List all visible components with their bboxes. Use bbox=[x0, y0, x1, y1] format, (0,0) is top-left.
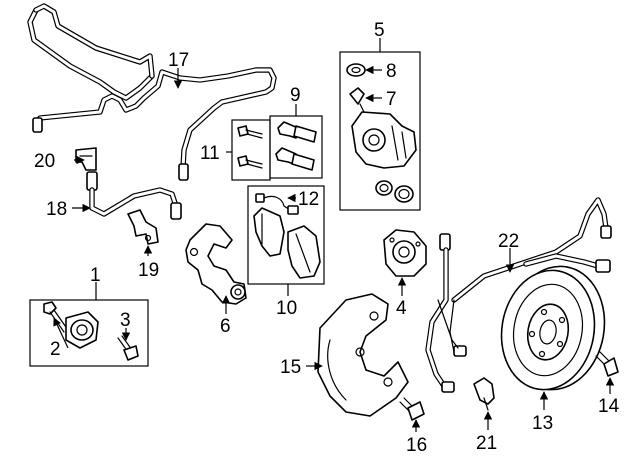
callout-9: 9 bbox=[290, 85, 301, 106]
callout-19: 19 bbox=[138, 260, 159, 281]
bracket-20 bbox=[75, 147, 97, 171]
wear-sensor-12 bbox=[255, 193, 299, 215]
sensor-wire-22 bbox=[449, 197, 612, 353]
bolt-11b bbox=[237, 155, 263, 169]
brake-pad-inner bbox=[253, 207, 285, 257]
caliper-group-5 bbox=[339, 51, 421, 211]
wheel-hub-4 bbox=[383, 229, 427, 277]
speed-sensor-wire bbox=[425, 233, 467, 393]
bolt-2 bbox=[43, 301, 69, 333]
callout-5: 5 bbox=[374, 20, 385, 41]
bolt-set-11 bbox=[231, 119, 271, 181]
leader-2 bbox=[53, 317, 69, 349]
callout-6: 6 bbox=[220, 316, 231, 337]
bolt-14 bbox=[595, 351, 619, 377]
callout-8: 8 bbox=[386, 61, 397, 82]
piston-seals bbox=[375, 180, 414, 203]
hub-flange bbox=[65, 311, 99, 349]
callout-15: 15 bbox=[280, 357, 301, 378]
speed-sensor-21 bbox=[473, 377, 495, 411]
callout-22: 22 bbox=[498, 231, 519, 252]
bolt-3 bbox=[117, 335, 139, 361]
callout-10: 10 bbox=[276, 298, 297, 319]
dust-cap-8 bbox=[346, 63, 366, 77]
callout-13: 13 bbox=[532, 413, 553, 434]
callout-4: 4 bbox=[396, 298, 407, 319]
hub-group-1 bbox=[29, 299, 149, 367]
callout-20: 20 bbox=[34, 151, 55, 172]
callout-3: 3 bbox=[120, 310, 131, 331]
callout-17: 17 bbox=[168, 50, 189, 71]
pin-set-9 bbox=[269, 115, 323, 179]
brake-pad-outer bbox=[287, 225, 321, 279]
callout-16: 16 bbox=[406, 435, 427, 456]
caliper-bracket-6 bbox=[185, 223, 247, 305]
brake-hose-18 bbox=[86, 171, 182, 220]
hose-bracket-19 bbox=[127, 209, 159, 245]
callout-14: 14 bbox=[598, 396, 620, 417]
bolt-11a bbox=[237, 125, 263, 139]
callout-21: 21 bbox=[476, 433, 497, 454]
callout-2: 2 bbox=[50, 339, 61, 360]
callout-1: 1 bbox=[90, 265, 101, 286]
caliper-body bbox=[351, 111, 417, 169]
bolt-16 bbox=[399, 397, 425, 421]
tube-nut-right bbox=[178, 163, 189, 181]
tube-nut-left bbox=[32, 117, 43, 133]
callout-12: 12 bbox=[298, 189, 319, 210]
dust-shield-15 bbox=[317, 293, 409, 417]
callout-18: 18 bbox=[46, 199, 67, 220]
pad-set-10 bbox=[247, 185, 325, 285]
brake-rotor-13 bbox=[500, 265, 606, 391]
callouts: 17 20 18 19 1 2 3 6 11 9 12 10 5 8 7 4 1… bbox=[34, 20, 620, 456]
brake-line-17 bbox=[27, 3, 277, 181]
leader-lines bbox=[53, 38, 615, 432]
callout-7: 7 bbox=[386, 89, 397, 110]
bleeder-valve-7 bbox=[349, 87, 365, 113]
callout-11: 11 bbox=[200, 143, 220, 164]
